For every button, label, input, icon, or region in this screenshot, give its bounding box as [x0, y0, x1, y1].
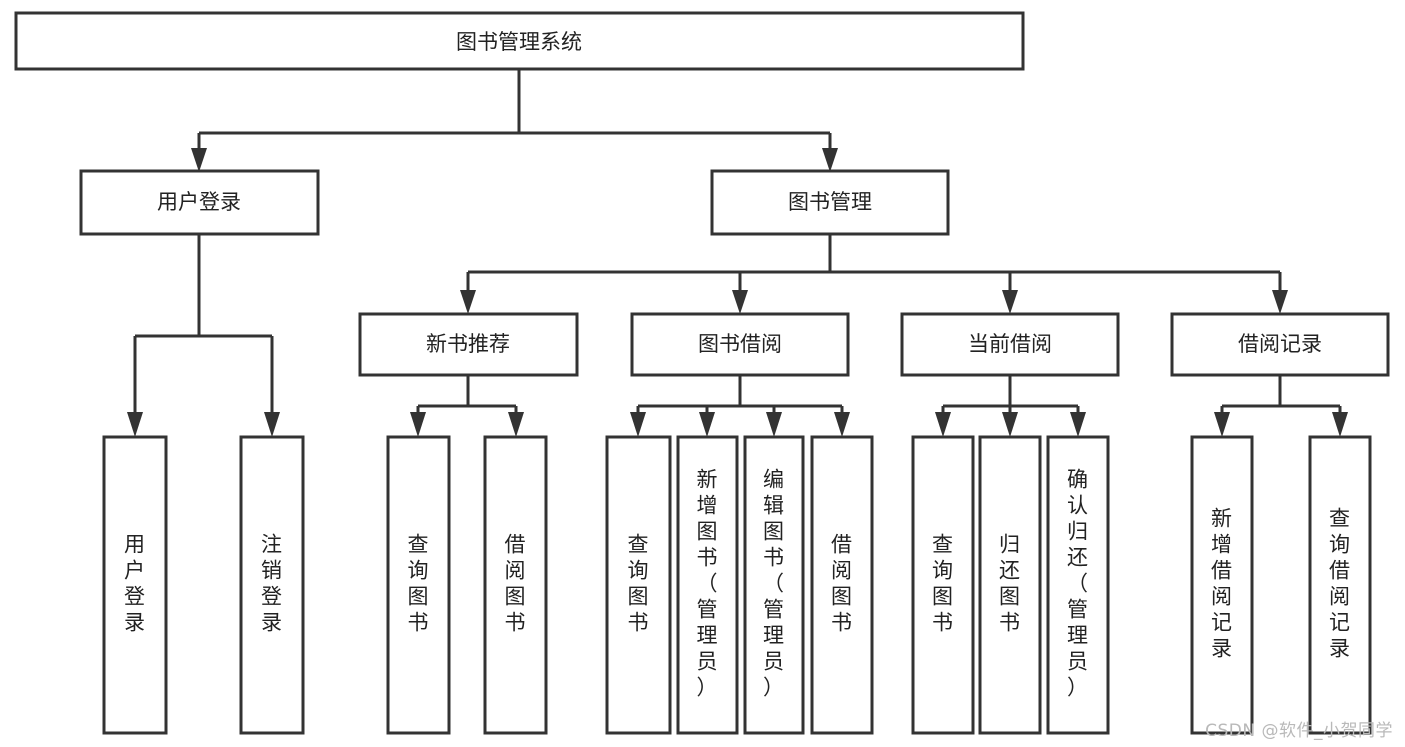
leaf-label-leaf-query-book-borrow: 查询图书	[628, 533, 650, 635]
leaf-label-leaf-user-login: 用户登录	[124, 533, 146, 635]
leaf-label-leaf-query-book-cur: 查询图书	[932, 533, 954, 635]
leaf-label-leaf-borrow-book: 借阅图书	[831, 533, 853, 635]
leaf-leaf-add-book-admin[interactable]: 新增图书（管理员）	[676, 435, 739, 735]
node-current-borrow[interactable]: 当前借阅	[900, 312, 1120, 377]
leaf-label-leaf-user-logout: 注销登录	[261, 533, 283, 635]
arrow-root-to-book-manage	[822, 148, 838, 172]
leaf-label-leaf-add-book-admin: 新增图书（管理员）	[697, 468, 719, 700]
arrow-to-leaf-return-book	[1002, 412, 1018, 437]
leaf-node-layer: 用户登录 注销登录 查询图书 借阅图书 查询图书 新增图书（管理员） 编辑图书（管理员） 借阅…	[102, 435, 1372, 735]
leaf-label-leaf-query-borrow-record: 查询借阅记录	[1329, 507, 1351, 661]
edge-book-manage-trunk	[466, 234, 1282, 300]
edge-book-borrow-trunk	[636, 375, 844, 422]
node-root-label: 图书管理系统	[456, 30, 582, 54]
leaf-label-leaf-borrow-book-rec: 借阅图书	[505, 533, 527, 635]
arrow-to-leaf-user-logout	[264, 412, 280, 437]
edge-user-login-trunk	[133, 234, 274, 422]
arrow-to-leaf-query-book-borrow	[630, 412, 646, 437]
connector-layer	[127, 69, 1348, 437]
leaf-label-leaf-edit-book-admin: 编辑图书（管理员）	[763, 468, 785, 700]
leaf-leaf-query-borrow-record[interactable]: 查询借阅记录	[1308, 435, 1372, 735]
csdn-watermark: CSDN @软件_小贺同学	[1205, 721, 1393, 741]
node-user-login-label: 用户登录	[157, 190, 241, 214]
edge-borrow-record-trunk	[1220, 375, 1342, 422]
arrow-to-leaf-add-borrow-record	[1214, 412, 1230, 437]
leaf-label-leaf-return-book: 归还图书	[999, 533, 1021, 635]
arrow-to-leaf-query-book-cur	[935, 412, 951, 437]
arrow-to-leaf-edit-book-admin	[766, 412, 782, 437]
edge-root-trunk	[197, 69, 832, 160]
arrow-root-to-user-login	[191, 148, 207, 172]
arrow-to-leaf-add-book-admin	[699, 412, 715, 437]
edge-new-book-rec-trunk	[416, 375, 518, 422]
arrow-to-borrow-record	[1272, 290, 1288, 314]
node-root-system[interactable]: 图书管理系统	[14, 11, 1025, 71]
leaf-leaf-user-logout[interactable]: 注销登录	[239, 435, 305, 735]
leaf-leaf-borrow-book-rec[interactable]: 借阅图书	[483, 435, 548, 735]
leaf-leaf-query-book-borrow[interactable]: 查询图书	[605, 435, 672, 735]
leaf-leaf-confirm-return-admin[interactable]: 确认归还（管理员）	[1046, 435, 1110, 735]
leaf-label-leaf-confirm-return-admin: 确认归还（管理员）	[1067, 468, 1089, 700]
arrow-to-leaf-query-book-rec	[410, 412, 426, 437]
arrow-to-book-borrow	[732, 290, 748, 314]
node-borrow-record-label: 借阅记录	[1238, 332, 1322, 356]
leaf-label-leaf-query-book-rec: 查询图书	[408, 533, 430, 635]
arrow-to-leaf-borrow-book	[834, 412, 850, 437]
arrow-to-leaf-user-login	[127, 412, 143, 437]
node-current-borrow-label: 当前借阅	[968, 332, 1052, 356]
leaf-leaf-return-book[interactable]: 归还图书	[978, 435, 1042, 735]
node-book-borrow-label: 图书借阅	[698, 332, 782, 356]
node-new-book-rec[interactable]: 新书推荐	[358, 312, 579, 377]
node-book-borrow[interactable]: 图书借阅	[630, 312, 850, 377]
arrow-to-leaf-borrow-book-rec	[508, 412, 524, 437]
arrow-to-new-book-rec	[460, 290, 476, 314]
leaf-leaf-query-book-cur[interactable]: 查询图书	[911, 435, 975, 735]
arrow-to-leaf-confirm-return-admin	[1070, 412, 1086, 437]
arrow-to-leaf-query-borrow-record	[1332, 412, 1348, 437]
leaf-leaf-user-login[interactable]: 用户登录	[102, 435, 168, 735]
node-book-manage-label: 图书管理	[788, 190, 872, 214]
leaf-leaf-edit-book-admin[interactable]: 编辑图书（管理员）	[743, 435, 805, 735]
node-new-book-rec-label: 新书推荐	[426, 332, 510, 356]
leaf-leaf-add-borrow-record[interactable]: 新增借阅记录	[1190, 435, 1254, 735]
node-book-manage[interactable]: 图书管理	[710, 169, 950, 236]
node-user-login[interactable]: 用户登录	[79, 169, 320, 236]
leaf-leaf-query-book-rec[interactable]: 查询图书	[386, 435, 451, 735]
node-borrow-record[interactable]: 借阅记录	[1170, 312, 1390, 377]
arrow-to-current-borrow	[1002, 290, 1018, 314]
leaf-label-leaf-add-borrow-record: 新增借阅记录	[1211, 507, 1233, 661]
leaf-leaf-borrow-book[interactable]: 借阅图书	[810, 435, 874, 735]
